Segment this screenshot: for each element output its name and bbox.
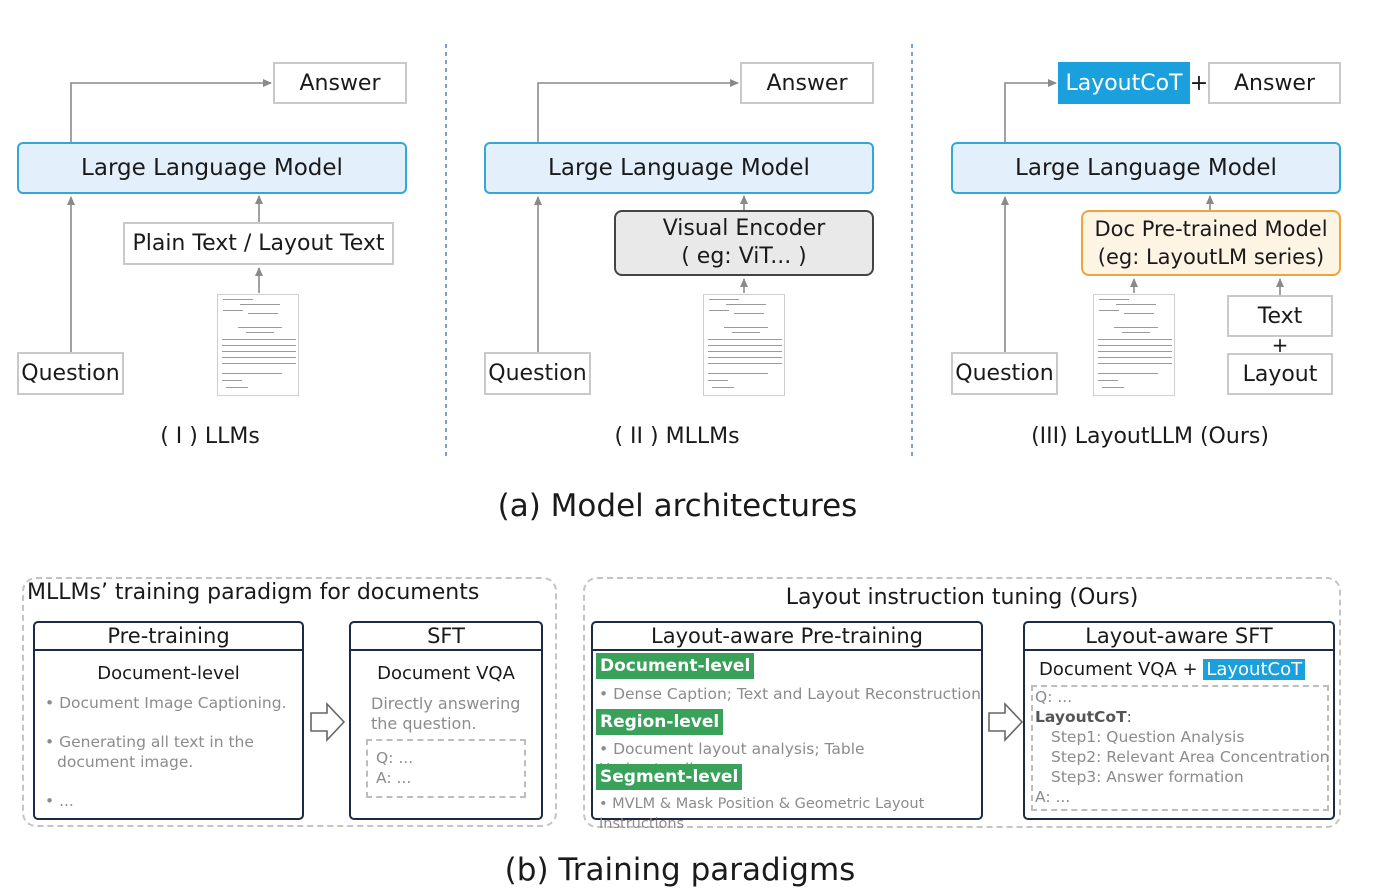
caption-mllms: ( II ) MLLMs (614, 423, 740, 449)
plus-sign: + (1271, 333, 1289, 357)
document-thumbnail (217, 294, 299, 396)
answer-box: Answer (740, 62, 874, 104)
layout-pretraining-title: Layout-aware Pre-training (593, 623, 981, 651)
llm-box: Large Language Model (951, 142, 1341, 194)
arrow-llm-to-answer-1 (70, 79, 272, 142)
cot-question: Q: ... (1035, 688, 1073, 706)
sft-level: Document VQA (377, 662, 515, 684)
mllm-training-panel (22, 577, 557, 827)
visual-encoder-example: ( eg: ViT... ) (681, 244, 807, 269)
layout-sft-level: Document VQA + LayoutCoT (1039, 657, 1306, 683)
question-box: Question (17, 352, 124, 395)
qa-example-box: Q: ... A: ... (366, 739, 526, 798)
list-item: • ... (45, 792, 74, 810)
hollow-right-arrow (310, 701, 346, 743)
list-item: • Dense Caption; Text and Layout Reconst… (599, 685, 981, 703)
qa-question: Q: ... (376, 749, 414, 767)
text-box: Text (1227, 295, 1333, 337)
pretraining-level: Document-level (97, 662, 240, 684)
plain-layout-text-box: Plain Text / Layout Text (123, 222, 394, 265)
arrow-llm-to-answer-2 (537, 79, 739, 142)
caption-layoutllm: (III) LayoutLLM (Ours) (1031, 423, 1269, 449)
qa-answer: A: ... (376, 769, 412, 787)
plus-sign: + (1189, 70, 1209, 96)
layoutcot-badge: LayoutCoT (1203, 659, 1306, 680)
cot-answer: A: ... (1035, 788, 1071, 806)
section-title-architectures: (a) Model architectures (497, 488, 858, 524)
answer-box: Answer (1208, 62, 1341, 104)
region-level-badge: Region-level (596, 709, 724, 735)
llm-box: Large Language Model (17, 142, 407, 194)
cot-step1: Step1: Question Analysis (1051, 728, 1245, 746)
layout-sft-box: Layout-aware SFT Document VQA + LayoutCo… (1023, 621, 1335, 820)
llm-box: Large Language Model (484, 142, 874, 194)
cot-example-box: Q: ... LayoutCoT: Step1: Question Analys… (1031, 685, 1330, 811)
list-item: • Document Image Captioning. (45, 694, 287, 712)
visual-encoder-title: Visual Encoder (662, 216, 826, 241)
document-thumbnail (703, 294, 785, 396)
cot-step3: Step3: Answer formation (1051, 768, 1244, 786)
section-title-training: (b) Training paradigms (504, 852, 856, 888)
doc-model-example: (eg: LayoutLM series) (1097, 245, 1325, 269)
cot-label-line: LayoutCoT: (1035, 708, 1132, 726)
list-item: • MVLM & Mask Position & Geometric Layou… (599, 796, 925, 832)
arrow-llm-to-answer-3 (1004, 79, 1057, 142)
layout-box: Layout (1227, 353, 1333, 395)
layout-instruction-panel (583, 577, 1341, 828)
cot-step2: Step2: Relevant Area Concentration (1051, 748, 1330, 766)
pretraining-box: Pre-training Document-level • Document I… (33, 621, 304, 820)
answer-box: Answer (273, 62, 407, 104)
doc-model-title: Doc Pre-trained Model (1094, 217, 1328, 241)
question-box: Question (484, 352, 591, 395)
layoutcot-badge: LayoutCoT (1058, 62, 1190, 104)
layout-sft-title: Layout-aware SFT (1025, 623, 1333, 651)
caption-llms: ( Ⅰ ) LLMs (160, 423, 260, 449)
hollow-right-arrow (988, 701, 1024, 743)
document-thumbnail (1093, 294, 1175, 396)
segment-level-badge: Segment-level (596, 764, 743, 790)
doc-pretrained-model-box: Doc Pre-trained Model (eg: LayoutLM seri… (1081, 210, 1341, 276)
question-box: Question (951, 352, 1058, 395)
layout-instruction-title: Layout instruction tuning (Ours) (785, 584, 1139, 610)
layout-pretraining-box: Layout-aware Pre-training Document-level… (591, 621, 983, 832)
mllm-training-title: MLLMs’ training paradigm for documents (27, 580, 480, 605)
document-level-badge: Document-level (596, 653, 755, 679)
sft-title: SFT (351, 623, 541, 651)
visual-encoder-box: Visual Encoder ( eg: ViT... ) (614, 210, 874, 276)
pretraining-title: Pre-training (35, 623, 302, 651)
